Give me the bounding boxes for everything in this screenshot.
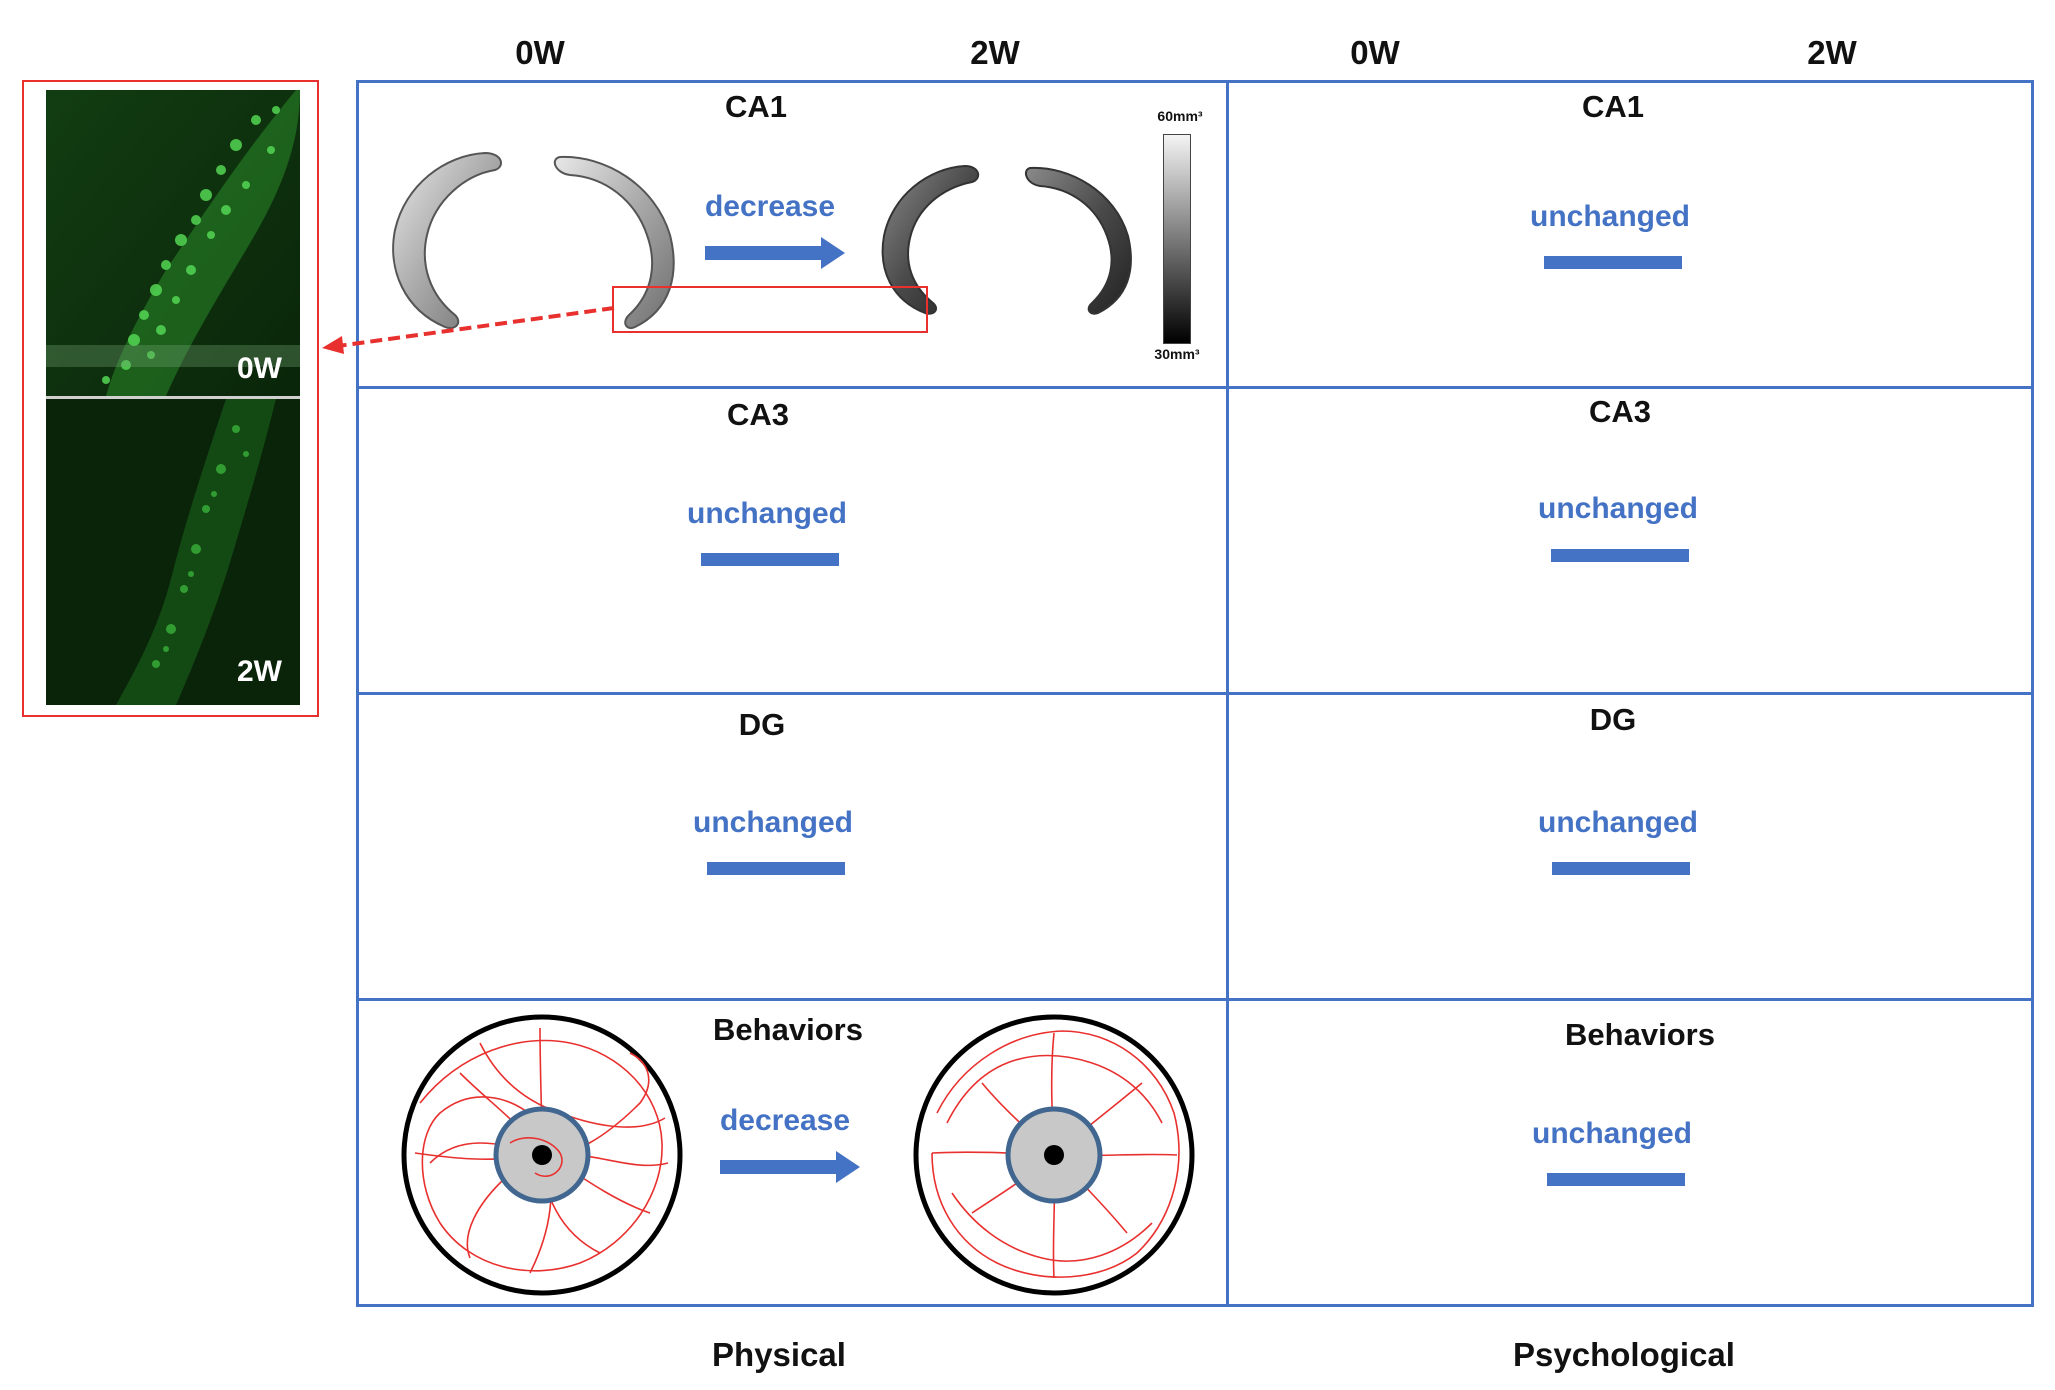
ca1-physical-status: decrease [704, 190, 836, 223]
ca3-physical-status: unchanged [686, 497, 848, 530]
open-field-trace-0w-graphic [401, 1014, 683, 1296]
ca1-psych-status: unchanged [1529, 200, 1691, 233]
ca3-physical-unchanged-bar [701, 553, 839, 566]
footer-psychological: Psychological [1513, 1336, 1735, 1373]
dg-physical-unchanged-bar [707, 862, 845, 875]
microscopy-image-2w: 2W [46, 399, 300, 705]
ca3-label-psych: CA3 [1588, 394, 1652, 429]
grid-row-divider-1 [356, 386, 2034, 389]
ca1-decrease-arrow-icon [705, 237, 845, 269]
behaviors-physical-status: decrease [719, 1104, 851, 1137]
ca1-label-physical: CA1 [724, 89, 788, 124]
dg-psych-unchanged-bar [1552, 862, 1690, 875]
volume-colorbar [1163, 134, 1191, 344]
dg-label-physical: DG [738, 707, 786, 742]
ca1-highlight-box [612, 286, 928, 333]
microscopy-label-0w: 0W [237, 352, 282, 385]
grid-bottom-border [356, 1304, 2034, 1307]
ca1-label-psych: CA1 [1581, 89, 1645, 124]
microscopy-divider [46, 396, 300, 399]
microscopy-label-2w: 2W [237, 655, 282, 688]
dg-psych-status: unchanged [1537, 806, 1699, 839]
ca3-psych-unchanged-bar [1551, 549, 1689, 562]
microscopy-frame [22, 80, 319, 717]
ca1-hippocampus-0w-graphic [392, 151, 675, 329]
open-field-trace-2w-graphic [913, 1014, 1195, 1296]
footer-physical: Physical [712, 1336, 846, 1373]
colorbar-max-label: 60mm³ [1157, 108, 1203, 124]
behaviors-psych-status: unchanged [1531, 1117, 1693, 1150]
grid-top-border [356, 80, 2034, 83]
behaviors-decrease-arrow-icon [720, 1151, 860, 1183]
dashed-arrow-to-microscopy [322, 306, 615, 354]
dg-physical-status: unchanged [692, 806, 854, 839]
ca1-hippocampus-2w-graphic [881, 164, 1132, 315]
behaviors-psych-unchanged-bar [1547, 1173, 1685, 1186]
colorbar-min-label: 30mm³ [1154, 346, 1200, 362]
dg-label-psych: DG [1589, 702, 1637, 737]
header-psych-2w: 2W [1807, 34, 1857, 71]
ca3-label-physical: CA3 [726, 397, 790, 432]
header-physical-2w: 2W [970, 34, 1020, 71]
grid-row-divider-3 [356, 998, 2034, 1001]
header-psych-0w: 0W [1350, 34, 1400, 71]
ca1-psych-unchanged-bar [1544, 256, 1682, 269]
behaviors-label-psych: Behaviors [1565, 1017, 1715, 1052]
behaviors-label-physical: Behaviors [713, 1012, 863, 1047]
fluorescence-2w-graphic [46, 399, 300, 705]
microscopy-image-0w: 0W [46, 90, 300, 396]
ca3-psych-status: unchanged [1537, 492, 1699, 525]
fluorescence-0w-graphic [46, 90, 300, 396]
grid-row-divider-2 [356, 692, 2034, 695]
header-physical-0w: 0W [515, 34, 565, 71]
